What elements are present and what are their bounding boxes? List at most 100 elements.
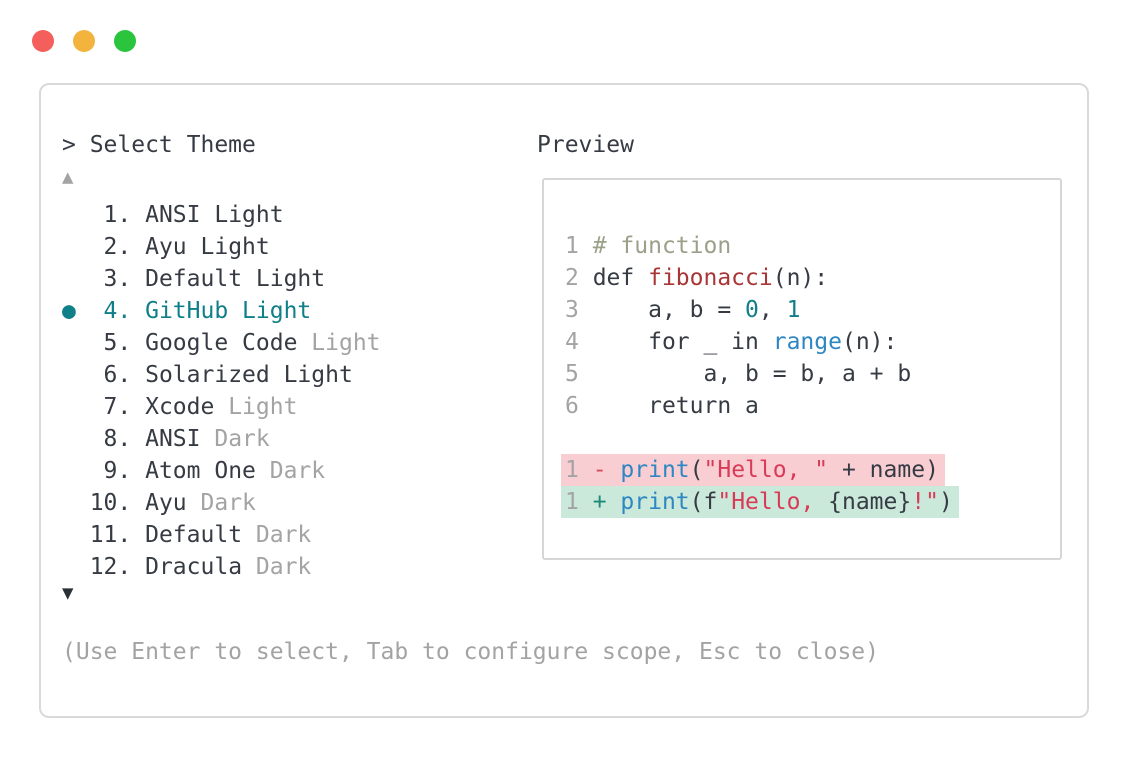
diff-line-removed: 1 - print("Hello, " + name)	[544, 454, 1060, 486]
zoom-button[interactable]	[114, 30, 136, 52]
theme-list-item[interactable]: 8. ANSI Dark	[62, 423, 381, 455]
code-token-default: return a	[592, 393, 759, 419]
code-token-default: a, b =	[592, 297, 746, 323]
code-token-number: 1	[786, 297, 801, 323]
item-label: Xcode	[145, 394, 215, 420]
item-number: 3.	[75, 266, 146, 292]
code-line: 5 a, b = b, a + b	[544, 358, 1060, 390]
code-token-default: {name}	[828, 489, 912, 515]
item-number: 8.	[75, 426, 146, 452]
code-token-builtin: range	[772, 329, 842, 355]
line-number: 1	[565, 233, 593, 259]
theme-list-item[interactable]: 9. Atom One Dark	[62, 455, 381, 487]
item-label-variant: Dark	[200, 426, 270, 452]
code-token-number: 0	[745, 297, 759, 323]
gutter-space	[62, 202, 76, 228]
code-token-default: (n):	[841, 329, 898, 355]
code-token-string: "Hello,	[717, 489, 829, 515]
item-number: 7.	[75, 394, 146, 420]
theme-list-item[interactable]: 5. Google Code Light	[62, 327, 381, 359]
diff-highlight-added: 1 + print(f"Hello, {name}!")	[561, 486, 959, 518]
theme-list-item[interactable]: 1. ANSI Light	[62, 199, 381, 231]
item-label-variant: Light	[297, 330, 381, 356]
scroll-down-indicator[interactable]: ▼	[62, 582, 74, 604]
code-token-string: !"	[911, 489, 939, 515]
traffic-lights	[32, 30, 136, 52]
item-label: Solarized Light	[145, 362, 353, 388]
theme-list-item[interactable]: 11. Default Dark	[62, 519, 381, 551]
item-label-variant: Dark	[242, 554, 312, 580]
gutter-space	[62, 426, 76, 452]
code-token-default: )	[938, 489, 953, 515]
code-token-default: (	[689, 457, 704, 483]
keyboard-hint: (Use Enter to select, Tab to configure s…	[62, 639, 879, 665]
line-number: 2	[565, 265, 593, 291]
gutter-space	[62, 394, 76, 420]
item-label: Ayu	[145, 490, 187, 516]
gutter-space	[62, 266, 76, 292]
item-number: 9.	[75, 458, 146, 484]
code-line: 3 a, b = 0, 1	[544, 294, 1060, 326]
item-number: 12.	[75, 554, 146, 580]
theme-picker-prompt: > Select Theme	[62, 132, 256, 158]
theme-list-item[interactable]: ● 4. GitHub Light	[62, 295, 381, 327]
close-button[interactable]	[32, 30, 54, 52]
item-label: Ayu Light	[145, 234, 270, 260]
theme-list-item[interactable]: 2. Ayu Light	[62, 231, 381, 263]
line-number: 1	[565, 457, 593, 483]
code-line: 4 for _ in range(n):	[544, 326, 1060, 358]
theme-list-item[interactable]: 6. Solarized Light	[62, 359, 381, 391]
item-label: GitHub Light	[145, 298, 312, 324]
line-number: 3	[565, 297, 593, 323]
code-token-removed-sign: -	[592, 457, 621, 483]
code-token-builtin: print	[620, 457, 690, 483]
item-label-variant: Dark	[186, 490, 256, 516]
item-number: 6.	[75, 362, 146, 388]
code-token-comment: # function	[592, 233, 732, 259]
code-token-builtin: print	[620, 489, 690, 515]
item-number: 11.	[75, 522, 146, 548]
item-number: 2.	[75, 234, 146, 260]
item-label: Google Code	[145, 330, 298, 356]
gutter-space	[62, 458, 76, 484]
item-label: ANSI Light	[145, 202, 284, 228]
item-label-variant: Light	[214, 394, 298, 420]
item-label: Atom One	[145, 458, 256, 484]
item-number: 5.	[75, 330, 146, 356]
gutter-space	[62, 490, 76, 516]
theme-list-item[interactable]: 12. Dracula Dark	[62, 551, 381, 583]
line-number: 1	[565, 489, 593, 515]
item-number: 1.	[75, 202, 146, 228]
line-number: 5	[565, 361, 593, 387]
diff-highlight-removed: 1 - print("Hello, " + name)	[561, 454, 945, 486]
code-line: 6 return a	[544, 390, 1060, 422]
code-token-default: ,	[758, 297, 787, 323]
item-label: ANSI	[145, 426, 201, 452]
line-number: 4	[565, 329, 593, 355]
code-token-default: for _ in	[592, 329, 773, 355]
item-label: Dracula	[145, 554, 243, 580]
gutter-space	[62, 522, 76, 548]
item-label-variant: Dark	[242, 522, 312, 548]
selected-bullet-icon: ●	[62, 298, 76, 324]
code-token-added-sign: +	[592, 489, 621, 515]
code-token-string: "Hello, "	[703, 457, 829, 483]
item-number: 4.	[75, 298, 146, 324]
gutter-space	[62, 330, 76, 356]
theme-picker-window: > Select Theme Preview ▲ 1. ANSI Light 2…	[39, 83, 1089, 718]
theme-list: 1. ANSI Light 2. Ayu Light 3. Default Li…	[62, 199, 381, 583]
item-number: 10.	[75, 490, 146, 516]
theme-list-item[interactable]: 10. Ayu Dark	[62, 487, 381, 519]
code-token-default: + name)	[828, 457, 939, 483]
scroll-up-indicator[interactable]: ▲	[62, 166, 74, 188]
theme-list-item[interactable]: 3. Default Light	[62, 263, 381, 295]
minimize-button[interactable]	[73, 30, 95, 52]
code-line-blank	[544, 422, 1060, 454]
line-number: 6	[565, 393, 593, 419]
gutter-space	[62, 234, 76, 260]
code-token-function: fibonacci	[648, 265, 773, 291]
item-label: Default	[145, 522, 243, 548]
theme-list-item[interactable]: 7. Xcode Light	[62, 391, 381, 423]
